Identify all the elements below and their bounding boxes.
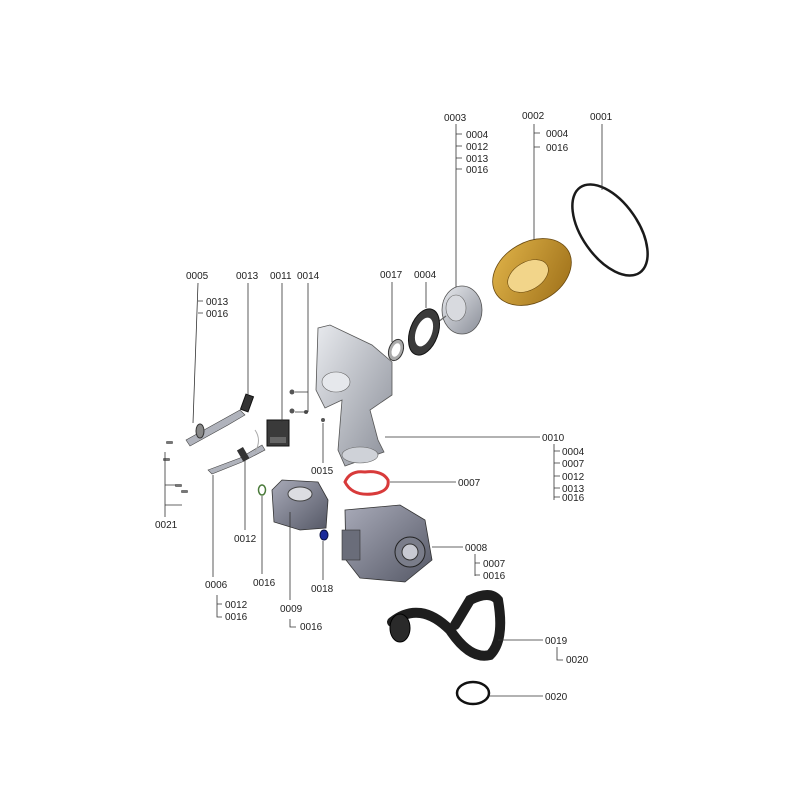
sub-callout: 0007 [483,559,506,570]
part-0007-red-gasket[interactable] [343,470,390,496]
sub-callout: 0016 [483,571,506,582]
sub-callout: 0016 [300,622,323,633]
sub-callout: 0016 [225,612,248,623]
callout-0018[interactable]: 0018 [311,584,334,595]
sub-callout: 0016 [546,143,569,154]
part-0004-gasket[interactable] [403,305,446,360]
sub-callout: 0004 [562,447,585,458]
callout-0008[interactable]: 0008 [465,543,488,554]
sub-callout: 0007 [562,459,585,470]
part-0016-green-oring[interactable] [257,484,267,496]
callout-0017[interactable]: 0017 [380,270,403,281]
part-0018-blue-fitting[interactable] [319,529,329,541]
callout-0002[interactable]: 0002 [522,111,545,122]
sub-callout: 0013 [466,154,489,165]
callout-0001[interactable]: 0001 [590,112,613,123]
callout-0020[interactable]: 0020 [545,692,568,703]
part-0019-hose[interactable] [387,590,506,661]
sub-callout: 0012 [562,472,585,483]
callout-0003[interactable]: 0003 [444,113,467,124]
sub-callout: 0013 [206,297,229,308]
sub-callout: 0016 [206,309,229,320]
callout-0010[interactable]: 0010 [542,433,565,444]
callout-0006[interactable]: 0006 [205,580,228,591]
part-0011-block[interactable] [266,419,290,447]
leader-lines [164,124,603,697]
sub-callout: 0013 [562,484,585,495]
part-0008-fan[interactable] [341,504,433,583]
part-0006-ionisation-electrode[interactable] [207,429,266,475]
callout-0014[interactable]: 0014 [297,271,320,282]
sub-callout: 0004 [466,130,489,141]
callout-0012[interactable]: 0012 [234,534,257,545]
part-0010-burner-housing[interactable] [315,324,393,467]
part-0001-ring[interactable] [557,171,663,288]
part-0014-screws[interactable] [289,389,309,415]
part-0017-seal[interactable] [386,337,407,362]
callout-0015[interactable]: 0015 [311,466,334,477]
callout-0004[interactable]: 0004 [414,270,437,281]
callout-0019[interactable]: 0019 [545,636,568,647]
sub-callout: 0016 [562,493,585,504]
part-0009-gas-valve[interactable] [271,479,329,531]
sub-callout: 0004 [546,129,569,140]
part-0005-electrode[interactable] [185,409,246,447]
sub-callout: 0016 [466,165,489,176]
sub-callout: 0012 [225,600,248,611]
part-0013-bracket[interactable] [239,393,255,413]
callout-0021[interactable]: 0021 [155,520,178,531]
callout-0011[interactable]: 0011 [270,271,292,282]
part-0015-screw[interactable] [321,418,325,422]
callout-0009[interactable]: 0009 [280,604,303,615]
part-0002-brass-ring[interactable] [481,225,584,319]
callout-0005[interactable]: 0005 [186,271,209,282]
sub-callout: 0020 [566,655,589,666]
callout-0007[interactable]: 0007 [458,478,481,489]
sub-callout: 0012 [466,142,489,153]
callout-0013[interactable]: 0013 [236,271,259,282]
callout-0016[interactable]: 0016 [253,578,276,589]
part-0003-burner-cap[interactable] [437,285,483,335]
part-0020-oring[interactable] [455,680,491,706]
